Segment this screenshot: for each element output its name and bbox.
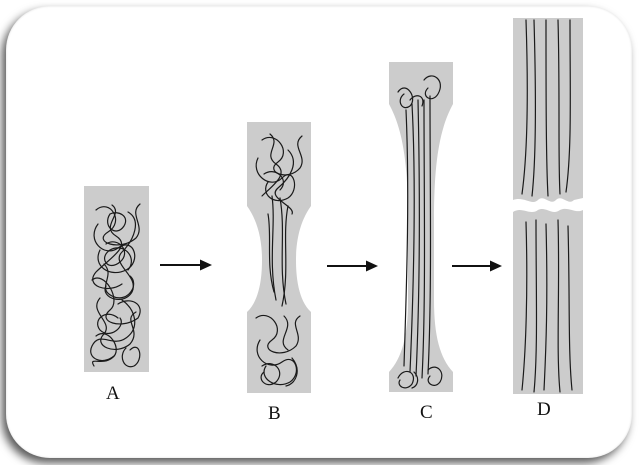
stage-c-specimen — [389, 62, 453, 392]
stage-c-body — [389, 62, 453, 392]
stage-a-specimen — [84, 186, 149, 372]
stage-label-d: D — [537, 400, 551, 419]
stage-label-c: C — [420, 403, 433, 422]
stage-b-specimen — [247, 122, 311, 393]
arrow-a-to-b — [160, 260, 212, 271]
stage-label-a: A — [106, 384, 120, 403]
arrow-c-to-d — [452, 261, 502, 272]
stage-d-upper-fragment — [513, 18, 583, 202]
arrow-b-to-c — [327, 261, 378, 272]
stage-d-specimen — [513, 18, 583, 394]
stage-label-b: B — [268, 404, 281, 423]
